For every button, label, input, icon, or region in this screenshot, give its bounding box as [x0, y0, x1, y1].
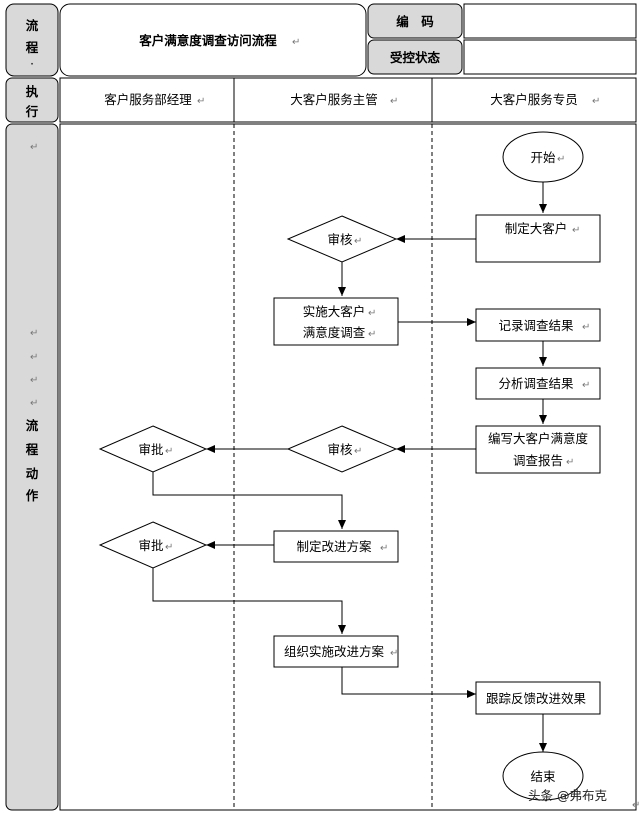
node-analyze: 分析调查结果 ↵	[475, 367, 601, 400]
node-record: 记录调查结果 ↵	[475, 308, 601, 342]
svg-text:↵: ↵	[632, 800, 640, 811]
node-implement-label-2: 满意度调查	[303, 325, 366, 340]
node-analyze-label: 分析调查结果	[498, 376, 574, 391]
side-label-4: 作	[26, 488, 39, 503]
watermark: 头条 @弗布克	[528, 788, 607, 803]
node-review-1: 审核 ↵	[286, 215, 398, 263]
svg-text:↵: ↵	[582, 380, 590, 391]
svg-text:↵: ↵	[380, 543, 388, 554]
lane-header-specialist: 大客户服务专员	[490, 92, 578, 107]
side-label-cell	[5, 123, 59, 811]
node-approve-1-label: 审批	[138, 442, 163, 457]
node-make-customer-label: 制定大客户	[505, 221, 568, 236]
title-cell	[59, 3, 367, 77]
node-start-label: 开始	[530, 150, 556, 165]
node-approve-2: 审批 ↵	[98, 521, 208, 569]
lane-header-row	[59, 77, 637, 123]
node-plan-label: 制定改进方案	[296, 539, 372, 554]
header-left-cell	[5, 3, 59, 77]
svg-text:↵: ↵	[557, 154, 565, 165]
svg-text:↵: ↵	[30, 142, 38, 153]
code-label: 编 码	[396, 14, 434, 29]
code-label-cell	[367, 3, 463, 39]
status-label: 受控状态	[390, 50, 441, 65]
lane-header-manager: 客户服务部经理	[104, 92, 192, 107]
side-label-1: 流	[26, 418, 39, 433]
connectors	[152, 182, 547, 752]
header-left-label-1: 流	[26, 18, 39, 33]
header-left-dot: ·	[30, 57, 34, 71]
status-label-cell	[367, 39, 463, 75]
node-report: 编写大客户满意度 调查报告 ↵	[475, 425, 601, 474]
svg-text:↵: ↵	[368, 329, 376, 340]
side-label-2: 程	[26, 442, 39, 457]
node-track: 跟踪反馈改进效果	[475, 681, 601, 715]
svg-text:↵: ↵	[30, 398, 38, 409]
node-approve-1: 审批 ↵	[98, 425, 208, 473]
svg-text:↵: ↵	[390, 648, 398, 659]
node-record-label: 记录调查结果	[498, 318, 574, 333]
return-mark: ↵	[292, 37, 300, 48]
node-implement: 实施大客户 ↵ 满意度调查 ↵	[273, 297, 399, 346]
node-approve-2-label: 审批	[138, 538, 163, 553]
svg-text:↵: ↵	[30, 375, 38, 386]
header-left-label-2: 程	[26, 40, 39, 55]
node-organize-label: 组织实施改进方案	[284, 644, 385, 659]
page-title: 客户满意度调查访问流程	[138, 33, 277, 48]
svg-text:↵: ↵	[354, 236, 362, 247]
svg-text:↵: ↵	[566, 457, 574, 468]
node-implement-label-1: 实施大客户	[303, 304, 366, 319]
svg-text:↵: ↵	[572, 225, 580, 236]
svg-text:↵: ↵	[390, 96, 398, 107]
node-review-1-label: 审核	[327, 232, 353, 247]
node-end-label: 结束	[530, 769, 556, 784]
svg-text:↵: ↵	[165, 542, 173, 553]
exec-label-1: 执	[26, 84, 39, 99]
exec-cell	[5, 77, 59, 123]
svg-text:↵: ↵	[592, 96, 600, 107]
svg-text:↵: ↵	[368, 308, 376, 319]
code-value-cell	[463, 3, 637, 39]
svg-text:↵: ↵	[30, 328, 38, 339]
node-end: 结束	[502, 751, 584, 801]
node-review-2: 审核 ↵	[286, 425, 398, 473]
node-organize: 组织实施改进方案 ↵	[273, 635, 399, 668]
svg-text:↵: ↵	[165, 446, 173, 457]
node-report-label-1: 编写大客户满意度	[488, 431, 589, 446]
svg-text:↵: ↵	[354, 446, 362, 457]
svg-text:↵: ↵	[197, 96, 205, 107]
side-label-3: 动	[26, 466, 39, 481]
node-track-label: 跟踪反馈改进效果	[486, 691, 587, 706]
node-make-customer: 制定大客户 ↵	[475, 214, 601, 263]
node-review-2-label: 审核	[327, 442, 353, 457]
svg-text:↵: ↵	[582, 322, 590, 333]
node-start: 开始 ↵	[502, 131, 584, 183]
svg-text:↵: ↵	[30, 352, 38, 363]
status-value-cell	[463, 39, 637, 75]
node-plan: 制定改进方案 ↵	[273, 530, 399, 563]
exec-label-2: 行	[25, 104, 39, 119]
node-report-label-2: 调查报告	[513, 453, 563, 468]
lane-header-supervisor: 大客户服务主管	[290, 92, 378, 107]
